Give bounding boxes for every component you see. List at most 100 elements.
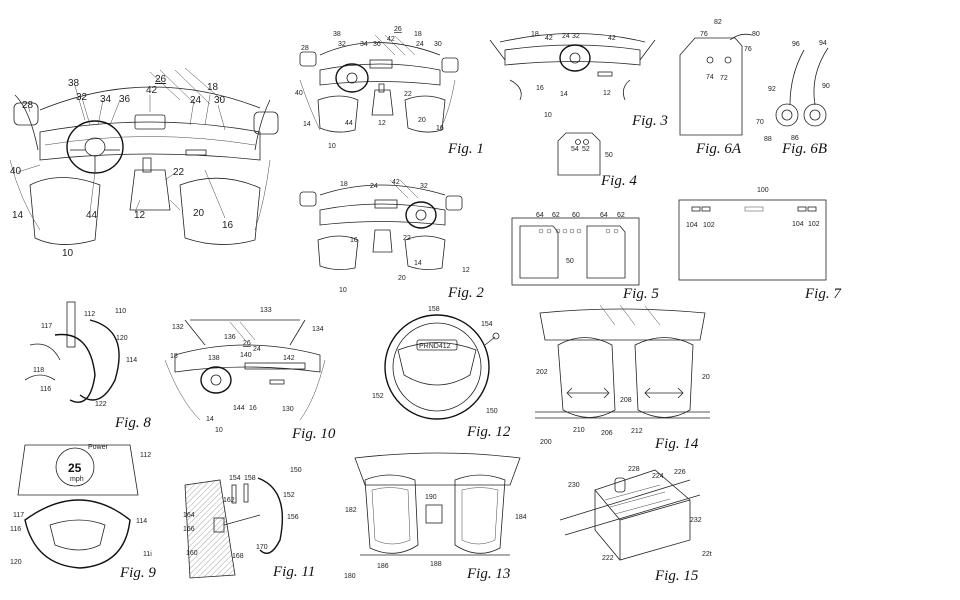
ref-28: 28 [301, 45, 309, 52]
power-label: Power [88, 444, 109, 451]
ref-222: 222 [602, 555, 614, 562]
ref-12: 12 [134, 210, 146, 221]
ref-50: 50 [605, 152, 613, 159]
figure-2: 18 24 42 32 16 22 14 12 20 10 Fig. 2 [299, 179, 484, 301]
ref-42b: 42 [608, 35, 616, 42]
ref-112: 112 [84, 311, 95, 318]
ref-32: 32 [420, 183, 428, 190]
ref-62: 62 [552, 212, 560, 219]
ref-24: 24 [370, 183, 378, 190]
ref-224: 224 [652, 473, 664, 480]
ref-228: 228 [628, 466, 640, 473]
ref-206: 206 [601, 430, 613, 437]
ref-212: 212 [631, 428, 643, 435]
figure-8-label: Fig. 8 [114, 415, 151, 431]
ref-64: 64 [536, 212, 544, 219]
ref-152: 152 [372, 393, 384, 400]
ref-20: 20 [418, 117, 426, 124]
ref-16: 16 [350, 237, 358, 244]
ref-14: 14 [12, 210, 24, 221]
ref-34: 34 [100, 94, 112, 105]
figure-5-label: Fig. 5 [622, 286, 659, 302]
ref-40: 40 [10, 166, 22, 177]
ref-134: 134 [312, 326, 324, 333]
ref-232: 232 [690, 517, 702, 524]
ref-162: 162 [223, 497, 235, 504]
figure-13-label: Fig. 13 [466, 566, 510, 582]
ref-80: 80 [752, 31, 760, 38]
ref-76b: 76 [744, 46, 752, 53]
ref-122: 122 [95, 401, 107, 408]
figure-3: 18 42 24 32 42 16 14 12 10 Fig. 3 [489, 31, 668, 129]
ref-226: 226 [674, 469, 686, 476]
ref-32: 32 [338, 41, 346, 48]
figure-6b-label: Fig. 6B [781, 141, 827, 157]
ref-16: 16 [222, 220, 234, 231]
speed-unit: mph [70, 476, 84, 483]
ref-133: 133 [260, 307, 272, 314]
ref-26: 26 [394, 26, 402, 33]
ref-34: 34 [360, 41, 368, 48]
gear-display: PRND412 [419, 343, 451, 350]
ref-16: 16 [249, 405, 257, 412]
ref-102: 102 [703, 222, 715, 229]
figure-9: 25 mph Power 112 117 116 114 120 11i Fig… [10, 444, 156, 581]
ref-18: 18 [340, 181, 348, 188]
figure-14-label: Fig. 14 [654, 436, 699, 452]
ref-100: 100 [757, 187, 769, 194]
figure-5: 64 62 60 64 62 50 Fig. 5 [511, 212, 659, 302]
figure-8: 112 110 117 120 114 118 116 122 Fig. 8 [24, 301, 151, 431]
ref-10: 10 [62, 248, 74, 259]
ref-10: 10 [215, 427, 223, 434]
ref-120: 120 [116, 335, 128, 342]
ref-60: 60 [572, 212, 580, 219]
ref-120: 120 [10, 559, 22, 566]
ref-26: 26 [155, 74, 167, 85]
ref-11i: 11i [143, 551, 152, 558]
ref-54: 54 [571, 146, 579, 153]
ref-158: 158 [244, 475, 256, 482]
ref-18: 18 [531, 31, 539, 38]
figure-10-label: Fig. 10 [291, 426, 336, 442]
ref-92: 92 [768, 86, 776, 93]
ref-142: 142 [283, 355, 295, 362]
ref-42: 42 [545, 35, 553, 42]
ref-154: 154 [481, 321, 493, 328]
ref-88: 88 [764, 136, 772, 143]
ref-202: 202 [536, 369, 548, 376]
ref-22: 22 [403, 235, 411, 242]
ref-190: 190 [425, 494, 437, 501]
ref-20: 20 [702, 374, 710, 381]
ref-14: 14 [303, 121, 311, 128]
figure-6a-label: Fig. 6A [695, 141, 742, 157]
ref-188: 188 [430, 561, 442, 568]
ref-82: 82 [714, 19, 722, 26]
figure-14: 202 20 208 200 210 206 212 Fig. 14 [535, 304, 710, 452]
ref-28: 28 [22, 100, 34, 111]
ref-18: 18 [170, 353, 178, 360]
figure-11-label: Fig. 11 [272, 564, 315, 580]
ref-116: 116 [40, 386, 51, 393]
ref-40: 40 [295, 90, 303, 97]
figure-4: 54 52 50 Fig. 4 [557, 132, 637, 189]
ref-32: 32 [76, 92, 88, 103]
ref-118: 118 [33, 367, 44, 374]
ref-138: 138 [208, 355, 220, 362]
figure-1-label: Fig. 1 [447, 141, 484, 157]
ref-140: 140 [240, 352, 252, 359]
ref-182: 182 [345, 507, 357, 514]
ref-38: 38 [68, 78, 80, 89]
ref-104: 104 [686, 222, 698, 229]
ref-184: 184 [515, 514, 527, 521]
ref-62b: 62 [617, 212, 625, 219]
ref-117: 117 [41, 323, 52, 330]
figure-7: 100 104 102 104 102 Fig. 7 [678, 187, 842, 302]
ref-96: 96 [792, 41, 800, 48]
ref-44: 44 [345, 120, 353, 127]
ref-76: 76 [700, 31, 708, 38]
ref-64b: 64 [600, 212, 608, 219]
ref-90: 90 [822, 83, 830, 90]
ref-30: 30 [434, 41, 442, 48]
ref-160: 160 [186, 550, 198, 557]
